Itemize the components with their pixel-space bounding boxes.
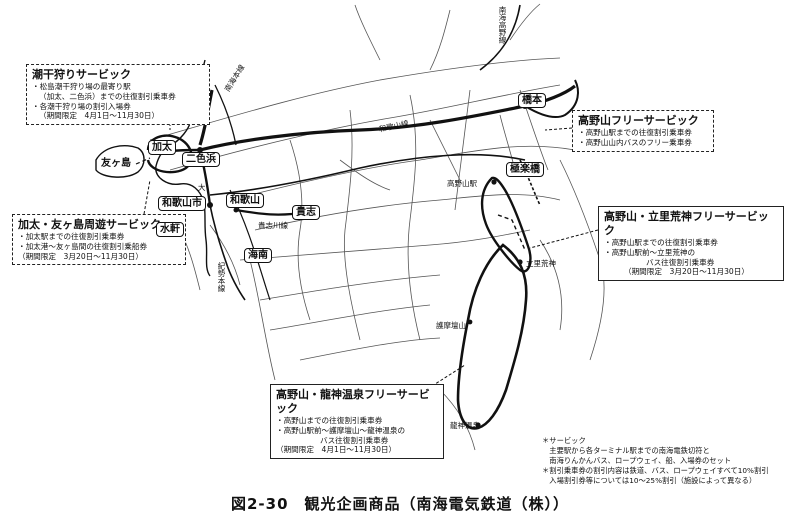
callout-koya-ryujin-onsen: 高野山・龍神温泉フリーサービック ・高野山までの往復割引乗車券 ・高野山駅前～護… [270,384,444,460]
callout-shiohigari: 潮干狩りサービック ・松島潮干狩り場の最寄り駅 （加太、二色浜）までの往復割引乗… [26,64,210,125]
callout-title: 高野山・立里荒神フリーサービック [604,210,769,238]
callout-item: バス往復割引乗車券 [320,435,389,445]
jr-hanwa-line [214,84,237,146]
station-nishikinohama: 二色浜 [182,152,220,167]
callout-period: （期間限定 3月20日～11月30日） [18,251,143,261]
station-mizuken: 水軒 [156,222,184,237]
footnotes: ＊サービック 主要駅から各ターミナル駅までの南海電鉄切符と 南海りんかんバス、ロ… [542,436,769,486]
station-wakayama: 和歌山 [226,193,264,208]
callout-item: ・高野山までの往復割引乗車券 [276,416,383,426]
callout-item: ・高野山山内バスのフリー乗車券 [578,137,692,147]
footnote-line: 南海りんかんバス、ロープウェイ、船、入場券のセット [542,456,732,466]
callout-item: ・高野山駅前～護摩壇山～龍神温泉の [276,425,406,435]
footnote-line: 入場割引券等については10～25%割引（施設によって異なる） [542,476,757,486]
arata-bus-route [497,214,526,251]
callout-item: （加太、二色浜）までの往復割引乗車券 [39,91,176,101]
callout-period: （期間限定 4月1日～11月30日） [276,445,397,455]
label-tateri-kojin: 立里荒神 [526,259,556,268]
callout-item: ・松島潮干狩り場の最寄り駅 [32,82,131,92]
koya-extension [524,79,579,118]
label-tomogashima: 友ヶ島 [101,158,131,169]
label-kishigawa-line: 貴志川線 [258,221,288,230]
callout-period: （期間限定 3月20日～11月30日） [624,267,749,277]
onsen-leader [431,364,466,387]
station-dots [197,103,528,428]
station-kishi: 貴志 [292,205,320,220]
wakayama-line [209,153,526,196]
callout-item: ・各潮干狩り場の割引入場券 [32,101,131,111]
kisei-line [209,204,246,301]
station-gokurakubashi: 極楽橋 [506,162,544,177]
footnote-line: 主要駅から各ターミナル駅までの南海電鉄切符と [542,446,710,456]
station-kada: 加太 [148,140,176,155]
callout-item: ・加太駅までの往復割引乗車券 [18,232,125,242]
figure-caption: 図2-30 観光企画商品（南海電気鉄道（株）） [230,495,570,513]
callout-item: バス往復割引乗車券 [646,257,715,267]
label-rail-small: 大 [198,183,206,192]
arata-leader [529,229,599,249]
callout-koyasan-free: 高野山フリーサービック ・高野山駅までの往復割引乗車券 ・高野山山内バスのフリー… [572,110,714,152]
callout-koya-tateri-kojin: 高野山・立里荒神フリーサービック ・高野山駅までの往復割引乗車券 ・高野山駅前～… [598,206,784,282]
callout-title: 加太・友ヶ島周遊サービック [18,218,161,231]
kada-ferry-route [135,157,151,165]
station-kaifu: 海南 [244,248,272,263]
callout-title: 高野山・龍神温泉フリーサービック [276,388,430,416]
kada-leader [143,179,151,215]
callout-item: ・加太港～友ヶ島間の往復割引乗船券 [18,241,148,251]
label-koyasan-station: 高野山駅 [447,179,477,188]
callout-title: 潮干狩りサービック [32,68,131,81]
nankai-koya-line-north [479,4,521,71]
station-hashimoto: 橋本 [518,93,546,108]
station-wakayamashi: 和歌山市 [158,196,206,211]
koya-free-leader [544,127,573,131]
callout-item: ・高野山駅前～立里荒神の [604,247,696,257]
callout-title: 高野山フリーサービック [578,114,699,127]
label-nankai-koya-line: 南海高野線 [498,6,507,44]
callout-item: ・高野山駅までの往復割引乗車券 [604,238,718,248]
label-ryujin-onsen: 龍神温泉 [450,421,480,430]
footnote-line: ＊割引乗車券の割引内容は鉄道、バス、ロープウェイすべて10%割引 [542,466,769,476]
callout-period: （期間限定 4月1日～11月30日） [39,111,160,121]
ryujin-onsen-loop [456,243,528,430]
koya-free-loop [480,176,532,273]
label-gomadanzan: 護摩壇山 [436,321,466,330]
footnote-line: ＊サービック [542,436,586,445]
callout-item: ・高野山駅までの往復割引乗車券 [578,128,692,138]
label-kisei-line: 紀勢本線 [217,262,226,292]
